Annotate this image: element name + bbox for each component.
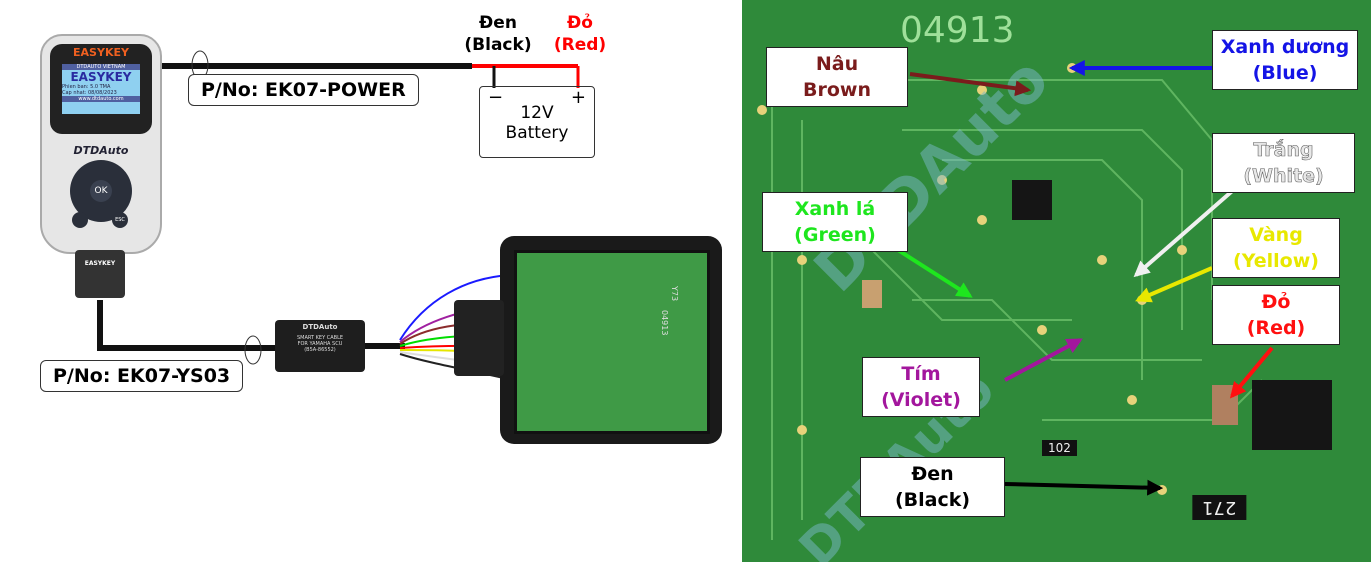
black-wire-label: Đen(Black)	[464, 13, 532, 55]
label-green: Xanh lá(Green)	[762, 192, 908, 252]
ecu-connector	[454, 300, 504, 376]
cable-ring	[244, 335, 262, 365]
easykey-device: EASYKEY DTDAUTO VIETNAM EASYKEY Phien ba…	[40, 34, 162, 254]
label-white: Trắng(White)	[1212, 133, 1355, 193]
device-screen: DTDAUTO VIETNAM EASYKEY Phien ban: 5.0 T…	[62, 64, 140, 114]
label-blue: Xanh dương(Blue)	[1212, 30, 1358, 90]
board-code: 04913	[900, 10, 1015, 51]
red-wire-label: Đỏ(Red)	[553, 13, 607, 55]
battery: − + 12V Battery	[479, 86, 595, 158]
label-yellow: Vàng(Yellow)	[1212, 218, 1340, 278]
ecu-unit: Y73 04913	[454, 236, 722, 444]
label-red: Đỏ(Red)	[1212, 285, 1340, 345]
ys-cable-part-number: P/No: EK07-YS03	[40, 360, 244, 392]
device-connector: EASYKEY	[75, 250, 125, 298]
ok-button[interactable]: OK	[90, 180, 112, 202]
label-black: Đen(Black)	[860, 457, 1005, 517]
esc-button[interactable]: ESC	[112, 212, 128, 228]
device-maker-logo: DTDAuto	[73, 144, 129, 157]
label-violet: Tím(Violet)	[862, 357, 980, 417]
function-button[interactable]	[72, 212, 88, 228]
resistor-102: 102	[1042, 440, 1077, 456]
device-brand: EASYKEY	[73, 46, 129, 59]
ys-cable	[97, 300, 280, 351]
power-cable-part-number: P/No: EK07-POWER	[188, 74, 419, 106]
